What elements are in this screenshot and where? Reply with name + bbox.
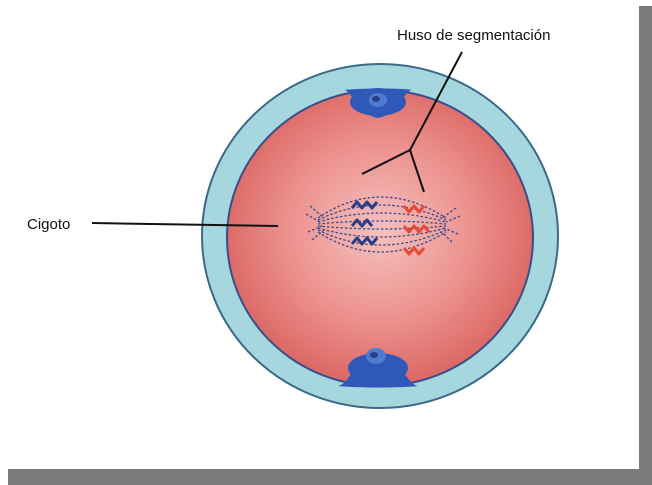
frame-shadow-right bbox=[639, 6, 652, 469]
cytoplasm bbox=[227, 90, 533, 386]
zygote-label: Cigoto bbox=[27, 216, 70, 233]
frame-shadow-bottom bbox=[8, 469, 652, 485]
spindle-label: Huso de segmentación bbox=[397, 27, 550, 44]
